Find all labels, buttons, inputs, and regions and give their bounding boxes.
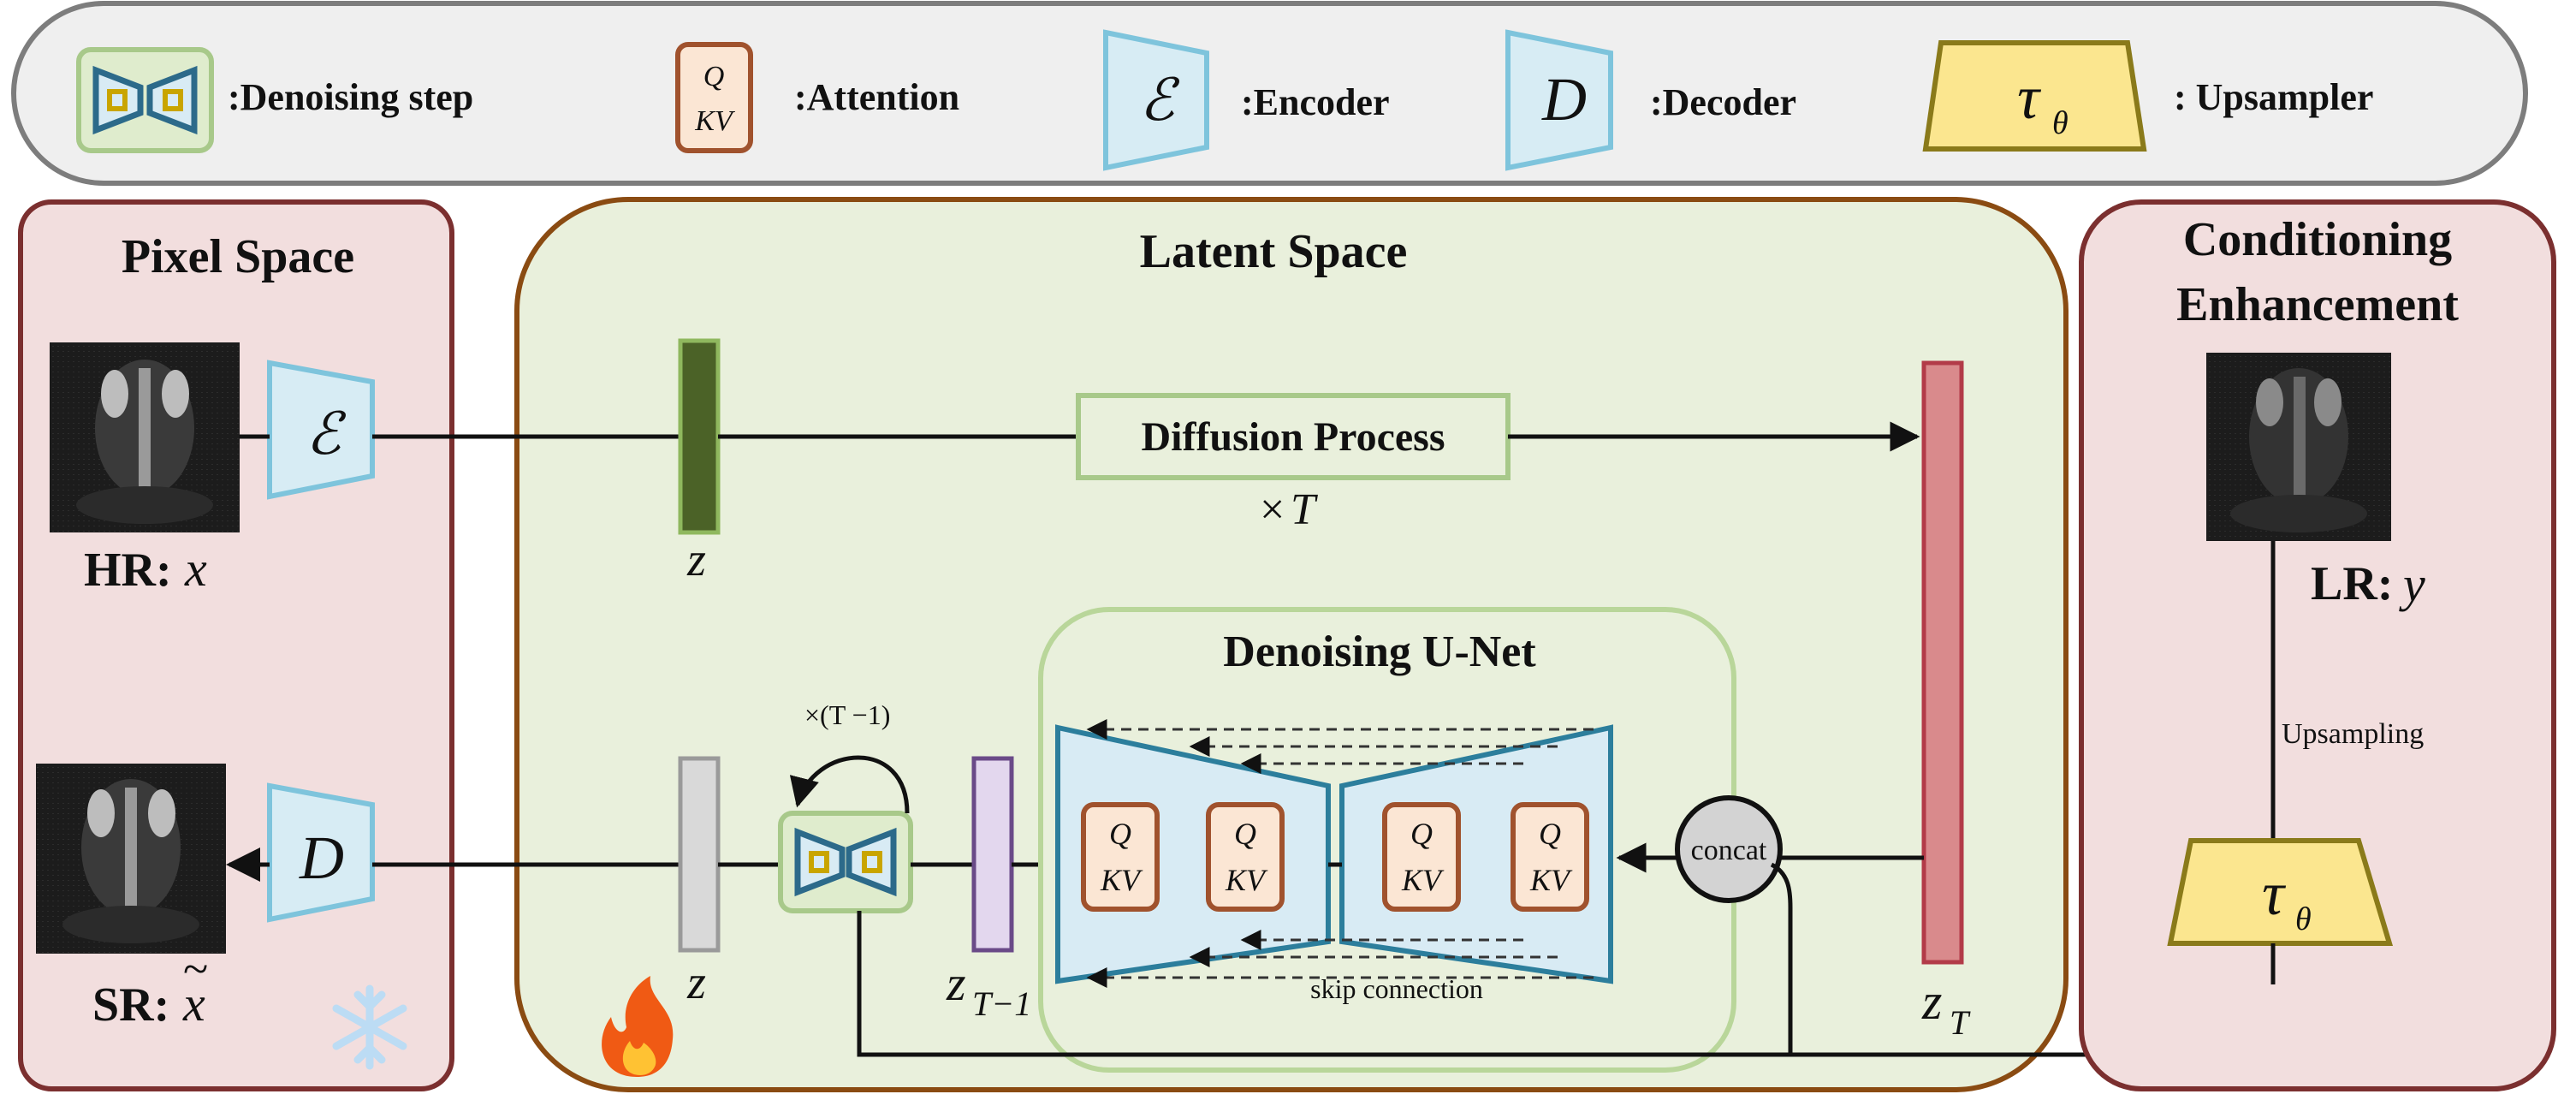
legend-attention-kv: KV: [694, 105, 736, 137]
times-symbol: ×: [1260, 485, 1285, 534]
legend-decoder-symbol: D: [1541, 65, 1587, 134]
pixel-decoder-symbol: D: [299, 824, 344, 892]
conditioning-title-line1: Conditioning: [2183, 213, 2452, 266]
upsampler-block: τ θ: [2167, 838, 2394, 946]
hr-ct-scan-image: [50, 342, 240, 532]
zT-latent-bar: [1921, 360, 1964, 965]
unet-attn1-kv: KV: [1100, 863, 1143, 897]
pixel-decoder-block: D: [267, 782, 375, 923]
denoising-unet-panel: Denoising U-Net Q KV Q KV Q KV Q KV: [1038, 607, 1736, 1073]
unet-attention-block-3: Q KV: [1382, 802, 1461, 912]
upsampler-legend-icon: τ θ: [1922, 40, 2147, 152]
unet-attention-block-4: Q KV: [1511, 802, 1589, 912]
unet-attn3-kv: KV: [1401, 863, 1445, 897]
hr-label-prefix: HR:: [84, 544, 172, 597]
legend-upsampler-symbol: τ: [2017, 63, 2041, 132]
unet-attention-block-2: Q KV: [1206, 802, 1285, 912]
denoising-step-icon: [76, 47, 214, 153]
unet-attn2-kv: KV: [1225, 863, 1268, 897]
conditioning-panel: Conditioning Enhancement LR: y Upsamplin…: [2079, 199, 2556, 1091]
ztm1-label: z: [946, 955, 966, 1011]
legend-upsampler-label: : Upsampler: [2174, 76, 2373, 118]
legend-frame: [11, 1, 2528, 186]
zT-label: z: [1921, 973, 1942, 1030]
legend-upsampler-sub: θ: [2052, 105, 2069, 141]
unet-decoder-half: [1339, 724, 1613, 984]
legend-attention-label: :Attention: [794, 76, 959, 118]
unet-attention-block-1: Q KV: [1081, 802, 1160, 912]
unet-attn1-q: Q: [1109, 817, 1131, 851]
z-output-bar: [678, 756, 721, 953]
conditioning-frame: [2079, 199, 2556, 1091]
pixel-space-frame: [18, 199, 454, 1091]
concat-feed-line: [1770, 862, 1793, 1055]
unet-encoder-half: [1055, 724, 1331, 984]
snowflake-icon: [332, 984, 407, 1070]
diffusion-process-box: Diffusion Process: [1076, 393, 1511, 480]
legend-encoder-symbol: ℰ: [1139, 68, 1180, 133]
ztm1-latent-bar: [971, 756, 1014, 953]
unet-title: Denoising U-Net: [1223, 627, 1536, 676]
z-top-label: z: [686, 533, 706, 586]
zT-sub: T: [1950, 1003, 1971, 1042]
concat-node: concat: [1616, 795, 1924, 1055]
upsampler-symbol: τ: [2262, 859, 2286, 928]
denoising-step-node: [778, 811, 913, 913]
legend: :Denoising step Q KV :Attention ℰ :Encod…: [11, 1, 2528, 186]
unet-attn4-kv: KV: [1529, 863, 1573, 897]
loop-label: ×(T −1): [804, 699, 890, 730]
pixel-space-title: Pixel Space: [122, 230, 354, 283]
lr-label-prefix: LR:: [2311, 557, 2393, 610]
hr-label-var: x: [184, 541, 207, 597]
upsampler-sub: θ: [2295, 901, 2312, 937]
legend-attention-q: Q: [703, 61, 725, 92]
latent-space-title: Latent Space: [1140, 225, 1408, 278]
z-bottom-label: z: [686, 956, 706, 1009]
unet-attn4-q: Q: [1539, 817, 1561, 851]
loop-arrow: [789, 755, 910, 814]
concat-label: concat: [1691, 835, 1767, 866]
attention-legend-icon: Q KV: [675, 42, 753, 153]
fire-icon: [602, 976, 674, 1077]
unet-attn2-q: Q: [1234, 817, 1256, 851]
sr-label-prefix: SR:: [92, 978, 169, 1032]
ztm1-sub: T−1: [972, 984, 1031, 1023]
legend-decoder-label: :Decoder: [1650, 81, 1796, 123]
pixel-encoder-block: ℰ: [267, 360, 375, 500]
conditioning-title-line2: Enhancement: [2176, 278, 2459, 331]
z-latent-bar: [678, 338, 721, 535]
skip-connection-label: skip connection: [1310, 973, 1483, 1004]
upsampling-label: Upsampling: [2282, 718, 2424, 750]
pixel-encoder-symbol: ℰ: [306, 401, 347, 467]
sr-ct-scan-image: [36, 764, 226, 954]
lr-label-var: y: [2399, 556, 2425, 612]
skip-connections-top: [1086, 719, 1594, 774]
decoder-legend-icon: D: [1505, 29, 1613, 171]
legend-denoising-step-label: :Denoising step: [228, 76, 473, 118]
sr-label-accent: ~: [183, 943, 208, 995]
pixel-space-panel: Pixel Space HR: x ℰ SR: x ~: [18, 199, 454, 1091]
times-var: T: [1291, 485, 1318, 534]
diffusion-process-label: Diffusion Process: [1141, 414, 1445, 460]
skip-connections-bottom: [1086, 930, 1594, 988]
unet-attn3-q: Q: [1410, 817, 1433, 851]
lr-ct-scan-image: [2206, 353, 2391, 541]
legend-encoder-label: :Encoder: [1241, 81, 1390, 123]
sr-label-var: x: [182, 976, 205, 1032]
encoder-legend-icon: ℰ: [1103, 29, 1209, 171]
